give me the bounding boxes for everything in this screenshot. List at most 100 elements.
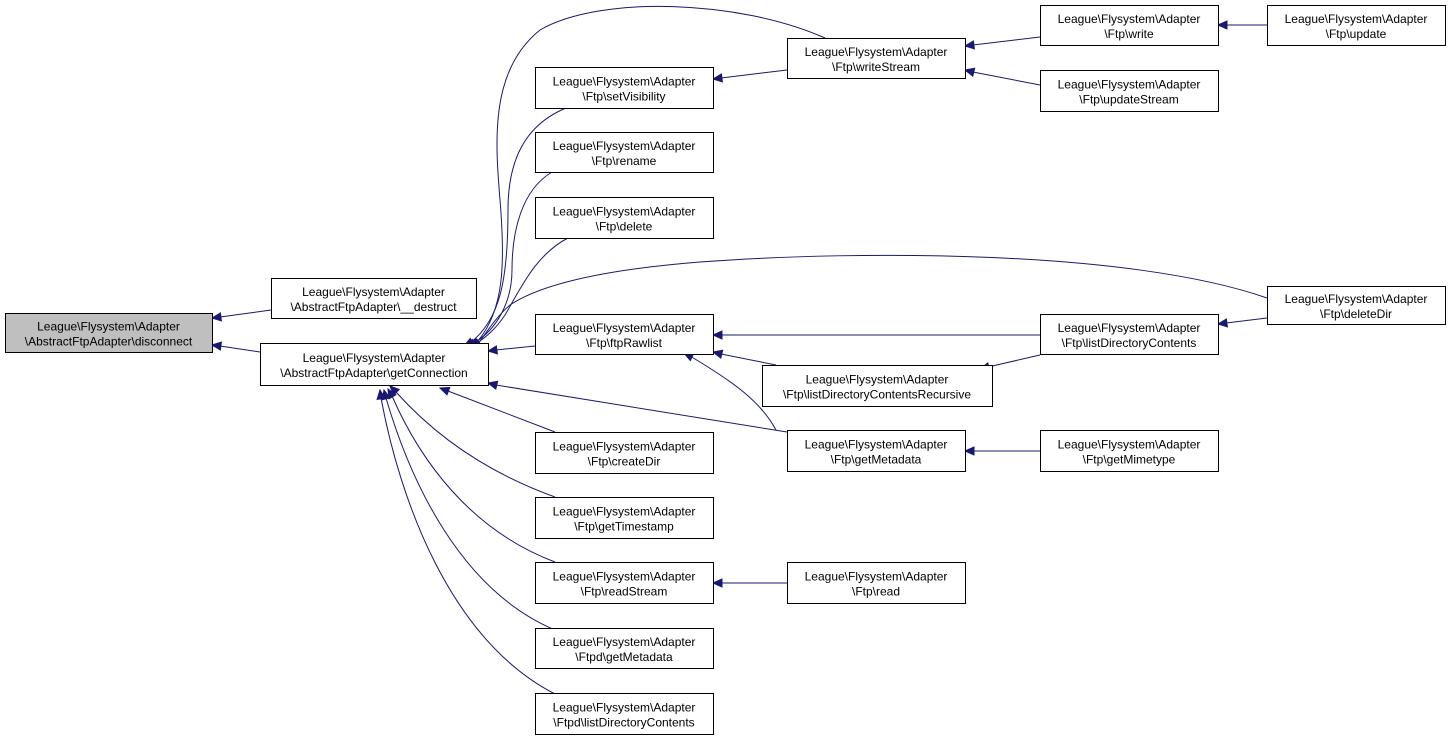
node-updateStream[interactable]: League\Flysystem\Adapter\Ftp\updateStrea… <box>1040 70 1219 112</box>
node-box[interactable] <box>535 197 714 239</box>
arrowhead-icon <box>711 330 723 340</box>
edge-line <box>683 352 777 431</box>
arrowhead-icon <box>963 446 975 456</box>
node-namespace-label: League\Flysystem\Adapter <box>805 438 948 452</box>
node-ftpRawlist[interactable]: League\Flysystem\Adapter\Ftp\ftpRawlist <box>535 314 714 355</box>
node-namespace-label: League\Flysystem\Adapter <box>1058 438 1201 452</box>
node-box[interactable] <box>535 562 714 604</box>
node-namespace-label: League\Flysystem\Adapter <box>1285 292 1428 306</box>
node-method-label: \Ftp\getTimestamp <box>574 520 674 534</box>
node-box[interactable] <box>787 562 966 604</box>
edge-listDirectoryContentsRecursive-to-ftpRawlist <box>711 349 777 366</box>
edge-line <box>471 254 1268 349</box>
node-box[interactable] <box>1040 314 1219 355</box>
node-box[interactable] <box>260 343 489 386</box>
edge-updateStream-to-writeStream <box>963 67 1041 86</box>
arrowhead-icon <box>486 380 499 390</box>
node-listDirectoryContentsRecursive[interactable]: League\Flysystem\Adapter\Ftp\listDirecto… <box>762 365 993 407</box>
node-namespace-label: League\Flysystem\Adapter <box>553 139 696 153</box>
edge-getMetadata-to-getConnection <box>486 380 788 433</box>
arrowhead-icon <box>210 312 222 322</box>
node-box[interactable] <box>271 278 477 319</box>
node-box[interactable] <box>535 693 714 735</box>
node-ftpdListDirectoryContents[interactable]: League\Flysystem\Adapter\Ftpd\listDirect… <box>535 693 714 735</box>
arrowhead-icon <box>387 387 397 400</box>
node-method-label: \Ftp\writeStream <box>832 60 920 74</box>
node-namespace-label: League\Flysystem\Adapter <box>553 440 696 454</box>
node-box[interactable] <box>787 430 966 472</box>
node-box[interactable] <box>1040 5 1219 46</box>
node-box[interactable] <box>5 313 213 353</box>
node-namespace-label: League\Flysystem\Adapter <box>553 75 696 89</box>
node-getMimetype[interactable]: League\Flysystem\Adapter\Ftp\getMimetype <box>1040 430 1219 472</box>
node-update[interactable]: League\Flysystem\Adapter\Ftp\update <box>1267 5 1446 46</box>
node-namespace-label: League\Flysystem\Adapter <box>805 45 948 59</box>
node-box[interactable] <box>535 628 714 669</box>
arrowhead-icon <box>711 73 723 83</box>
arrowhead-icon <box>389 385 401 397</box>
node-read[interactable]: League\Flysystem\Adapter\Ftp\read <box>787 562 966 604</box>
node-method-label: \Ftp\rename <box>592 154 657 168</box>
node-box[interactable] <box>535 67 714 109</box>
node-disconnect[interactable]: League\Flysystem\Adapter\AbstractFtpAdap… <box>5 313 213 353</box>
node-setVisibility[interactable]: League\Flysystem\Adapter\Ftp\setVisibili… <box>535 67 714 109</box>
arrowhead-icon <box>711 349 724 359</box>
edge-update-to-write <box>1216 20 1267 30</box>
node-method-label: \Ftp\getMimetype <box>1083 453 1176 467</box>
node-box[interactable] <box>535 432 714 474</box>
edge-line <box>383 389 556 631</box>
node-box[interactable] <box>762 365 993 407</box>
node-namespace-label: League\Flysystem\Adapter <box>806 373 949 387</box>
node-deleteDir[interactable]: League\Flysystem\Adapter\Ftp\deleteDir <box>1267 286 1446 325</box>
node-method-label: \Ftp\delete <box>596 220 653 234</box>
arrowhead-icon <box>963 40 975 50</box>
node-box[interactable] <box>535 314 714 355</box>
node-delete[interactable]: League\Flysystem\Adapter\Ftp\delete <box>535 197 714 239</box>
edge-writeStream-to-getConnection <box>468 5 826 347</box>
node-method-label: \Ftp\readStream <box>581 585 668 599</box>
node-namespace-label: League\Flysystem\Adapter <box>1058 78 1201 92</box>
node-box[interactable] <box>1040 70 1219 112</box>
arrowhead-icon <box>376 388 386 400</box>
node-method-label: \Ftp\read <box>852 585 900 599</box>
node-namespace-label: League\Flysystem\Adapter <box>302 285 445 299</box>
node-box[interactable] <box>535 497 714 539</box>
arrowhead-icon <box>210 341 222 351</box>
node-namespace-label: League\Flysystem\Adapter <box>553 701 696 715</box>
node-namespace-label: League\Flysystem\Adapter <box>1285 12 1428 26</box>
node-getTimestamp[interactable]: League\Flysystem\Adapter\Ftp\getTimestam… <box>535 497 714 539</box>
edge-line <box>964 36 1041 47</box>
node-writeStream[interactable]: League\Flysystem\Adapter\Ftp\writeStream <box>787 38 966 79</box>
node-destruct[interactable]: League\Flysystem\Adapter\AbstractFtpAdap… <box>271 278 477 319</box>
edge-deleteDir-to-listDirectoryContents <box>1216 317 1268 328</box>
edge-write-to-writeStream <box>963 36 1041 50</box>
node-method-label: \Ftpd\getMetadata <box>575 650 673 664</box>
node-namespace-label: League\Flysystem\Adapter <box>553 570 696 584</box>
node-method-label: \AbstractFtpAdapter\getConnection <box>280 366 467 380</box>
node-createDir[interactable]: League\Flysystem\Adapter\Ftp\createDir <box>535 432 714 474</box>
node-namespace-label: League\Flysystem\Adapter <box>37 320 180 334</box>
node-listDirectoryContents[interactable]: League\Flysystem\Adapter\Ftp\listDirecto… <box>1040 314 1219 355</box>
node-box[interactable] <box>1267 5 1446 46</box>
edge-read-to-readStream <box>711 578 787 588</box>
node-namespace-label: League\Flysystem\Adapter <box>303 351 446 365</box>
node-box[interactable] <box>787 38 966 79</box>
node-method-label: \Ftp\createDir <box>588 455 661 469</box>
node-namespace-label: League\Flysystem\Adapter <box>553 205 696 219</box>
arrowhead-icon <box>963 67 976 77</box>
edge-line <box>465 171 553 348</box>
node-box[interactable] <box>1267 286 1446 325</box>
node-box[interactable] <box>1040 430 1219 472</box>
node-write[interactable]: League\Flysystem\Adapter\Ftp\write <box>1040 5 1219 46</box>
node-ftpdGetMetadata[interactable]: League\Flysystem\Adapter\Ftpd\getMetadat… <box>535 628 714 669</box>
node-readStream[interactable]: League\Flysystem\Adapter\Ftp\readStream <box>535 562 714 604</box>
node-getConnection[interactable]: League\Flysystem\Adapter\AbstractFtpAdap… <box>260 343 489 386</box>
node-box[interactable] <box>535 132 714 173</box>
node-rename[interactable]: League\Flysystem\Adapter\Ftp\rename <box>535 132 714 173</box>
node-method-label: \Ftp\setVisibility <box>582 90 665 104</box>
edge-line <box>712 69 788 80</box>
edge-line <box>463 107 567 347</box>
edge-listDirectoryContents-to-ftpRawlist <box>711 330 1040 340</box>
node-getMetadata[interactable]: League\Flysystem\Adapter\Ftp\getMetadata <box>787 430 966 472</box>
node-method-label: \Ftp\updateStream <box>1079 93 1178 107</box>
